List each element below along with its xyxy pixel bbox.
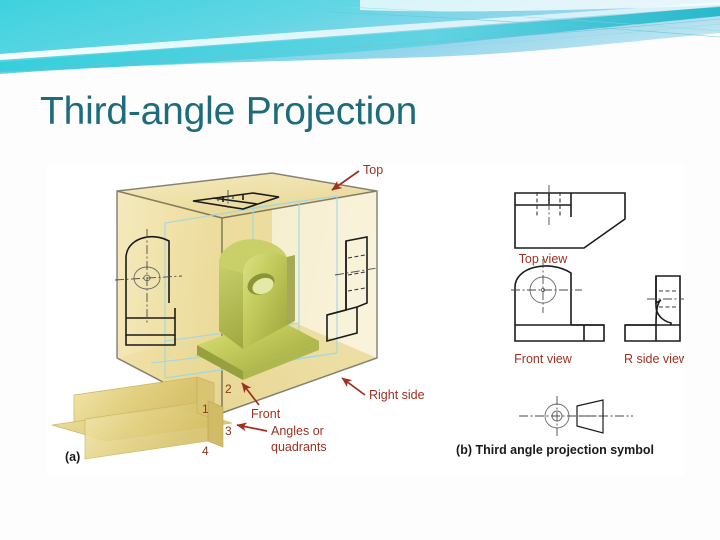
wave-hairline-1	[0, 18, 720, 72]
wave-hairline-4	[344, 6, 720, 32]
part-base-front	[197, 345, 243, 380]
page-title: Third-angle Projection	[40, 90, 418, 133]
third-angle-projection-symbol: (b) Third angle projection symbol	[456, 396, 654, 457]
orthographic-views: Top view Front view	[456, 185, 684, 457]
part-hole-inner	[252, 277, 274, 295]
arrow-quadrants	[236, 422, 268, 432]
wave-base-white	[0, 39, 720, 80]
label-front: Front	[251, 407, 281, 421]
glass-box-top-face	[117, 173, 377, 218]
arrow-front	[241, 382, 260, 406]
quadrant-number-2: 2	[225, 382, 232, 396]
part-base-top	[197, 317, 319, 371]
part-upright-thickness	[287, 255, 295, 325]
decorative-wave-banner	[0, 0, 720, 80]
label-front-view: Front view	[514, 352, 573, 366]
label-r-side-view: R side view	[624, 352, 684, 366]
label-top-view: Top view	[519, 252, 569, 266]
front-view-drawing: Front view	[511, 259, 605, 366]
quadrant-number-4: 4	[202, 444, 209, 458]
label-top: Top	[363, 163, 383, 177]
part-angle-bracket	[197, 239, 319, 380]
glass-box-assembly: Top Front Right side 1 2 3 4	[51, 163, 425, 464]
part-base-right	[243, 341, 319, 380]
wave-hairline-3	[329, 11, 720, 38]
part-upright-crest	[219, 239, 288, 273]
arrow-top	[331, 170, 360, 191]
top-view-drawing: Top view	[514, 185, 626, 266]
quadrant-tab-lower	[207, 400, 224, 448]
arrow-right-side	[341, 377, 366, 396]
quadrant-number-1: 1	[202, 402, 209, 416]
figure-third-angle-projection: Top Front Right side 1 2 3 4	[47, 163, 684, 475]
label-quadrants-line2: quadrants	[271, 440, 327, 454]
quadrant-planes: 1 2 3 4 Angles or quadrants	[51, 376, 327, 460]
label-right-side: Right side	[369, 388, 425, 402]
wave-top-sliver	[360, 0, 720, 12]
label-quadrants-line1: Angles or	[271, 424, 324, 438]
quadrant-number-3: 3	[225, 424, 232, 438]
projected-top-view	[192, 190, 280, 210]
wave-white-thin	[0, 2, 720, 60]
caption-a: (a)	[65, 450, 80, 464]
r-side-view-drawing: R side view	[624, 275, 684, 366]
projected-front-view	[114, 229, 183, 346]
glass-box-annotations: Top Front Right side	[241, 163, 425, 421]
wave-cyan-ribbon	[0, 6, 720, 72]
projected-right-side-view	[326, 236, 378, 343]
caption-b: (b) Third angle projection symbol	[456, 443, 654, 457]
